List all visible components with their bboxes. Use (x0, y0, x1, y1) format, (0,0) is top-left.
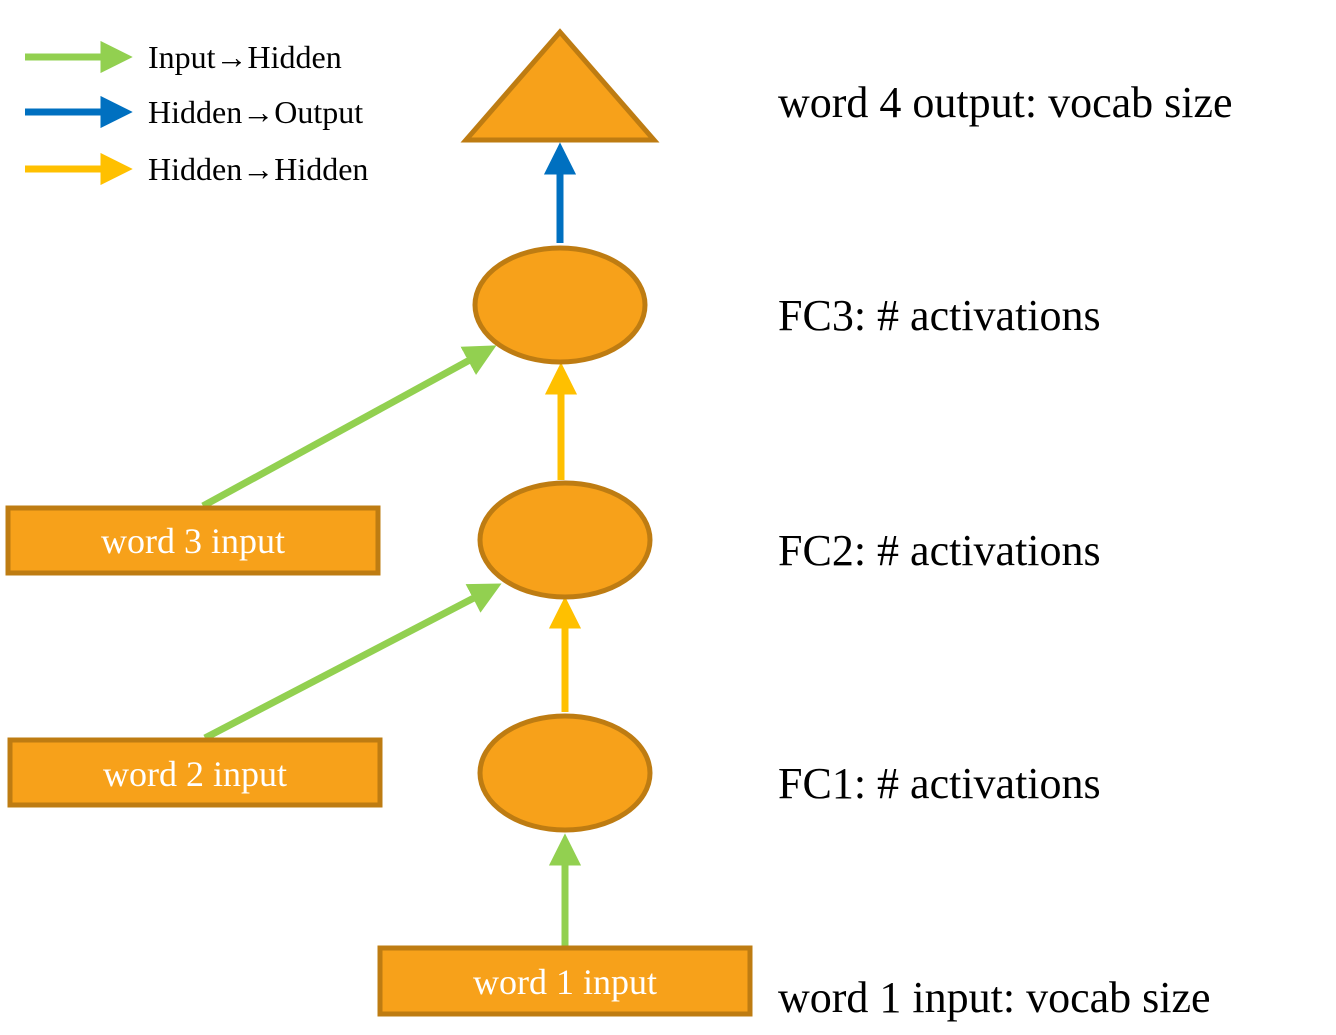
fc3-label: FC3: # activations (778, 291, 1101, 340)
edge-word2-to-fc2 (203, 583, 502, 742)
word2-input-box (7, 737, 383, 808)
fc2-label: FC2: # activations (778, 526, 1101, 575)
word2-input-label: word 2 input (103, 754, 287, 794)
word3-input-label: word 3 input (101, 521, 285, 561)
legend-hidden-output-label: Hidden→Output (148, 94, 363, 130)
fc1-node (477, 713, 653, 833)
fc2-node (477, 480, 653, 600)
word3-input-box (5, 505, 381, 576)
edge-word3-to-fc3 (201, 345, 497, 510)
edges (201, 142, 582, 946)
fc3-node (472, 245, 648, 365)
word1-input-label: word 1 input (473, 962, 657, 1002)
output-node-label: word 4 output: vocab size (778, 78, 1233, 127)
legend-hidden-hidden-label: Hidden→Hidden (148, 151, 368, 187)
word1-vocab-size-label: word 1 input: vocab size (778, 973, 1211, 1022)
fc1-label: FC1: # activations (778, 759, 1101, 808)
legend: Input→Hidden Hidden→Output Hidden→Hidden (25, 39, 368, 187)
legend-input-hidden-label: Input→Hidden (148, 39, 342, 75)
output-triangle-node (460, 28, 660, 143)
word1-input-box (377, 945, 753, 1017)
